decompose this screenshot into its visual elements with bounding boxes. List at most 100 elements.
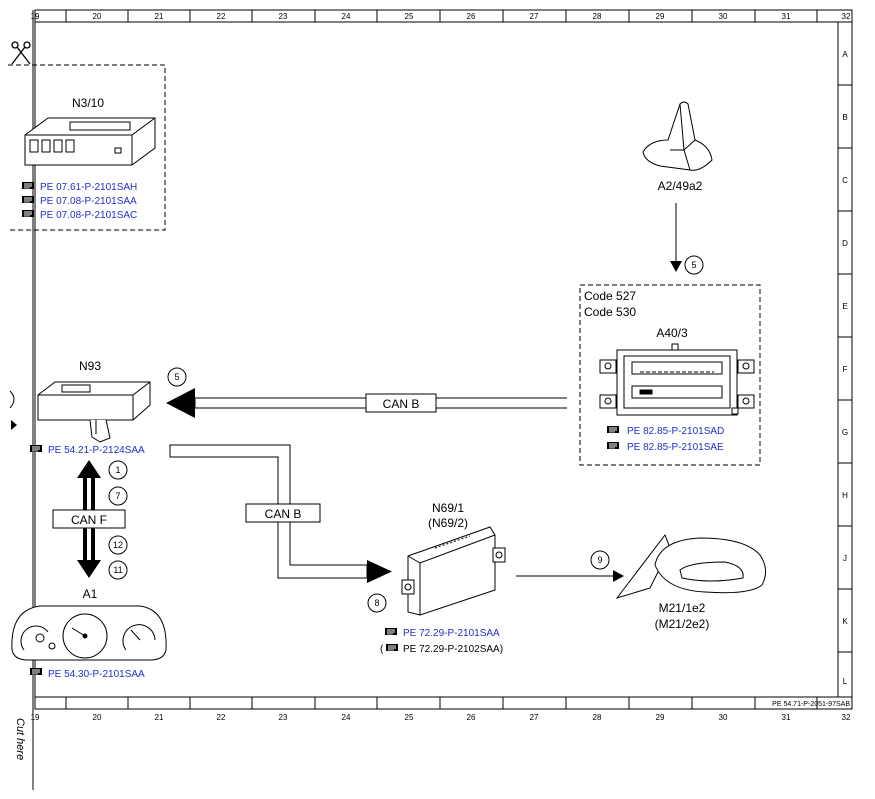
row-ticks — [838, 84, 852, 653]
number-marker-labels: 5 5 1 7 12 11 8 9 — [113, 260, 697, 608]
marker-5-antenna — [684, 255, 704, 275]
m21-1e2-label: M21/1e2 — [659, 601, 706, 615]
svg-text:23: 23 — [279, 12, 288, 21]
svg-text:27: 27 — [530, 12, 539, 21]
svg-text:28: 28 — [593, 12, 602, 21]
svg-text:25: 25 — [405, 713, 414, 722]
svg-text:G: G — [842, 428, 848, 437]
antenna-icon — [642, 101, 713, 171]
svg-text:26: 26 — [467, 12, 476, 21]
svg-text:31: 31 — [782, 12, 791, 21]
marker-11 — [108, 560, 128, 580]
svg-text:19: 19 — [31, 12, 40, 21]
svg-text:K: K — [842, 617, 848, 626]
a40-3-display-unit-icon — [599, 343, 755, 416]
n3-10-ref-2[interactable]: PE 07.08-P-2101SAA — [40, 196, 137, 207]
m21-1e2-mirror: M21/1e2 (M21/2e2) — [615, 533, 766, 631]
can-b-mid-bus: CAN B — [169, 444, 392, 583]
antenna-signal-arrowhead — [670, 261, 682, 272]
n3-10-control-unit-icon — [24, 117, 156, 166]
mirror-icon — [615, 533, 766, 599]
svg-text:21: 21 — [155, 713, 164, 722]
can-b-top-bus: CAN B — [166, 388, 567, 418]
page-arrow-icon — [11, 420, 17, 430]
cut-label: Cut here — [14, 718, 26, 760]
row-labels: A B C D E F G H J K L — [842, 50, 848, 686]
svg-text:J: J — [843, 554, 847, 563]
a40-3-label: A40/3 — [656, 326, 688, 340]
svg-text:H: H — [842, 491, 848, 500]
partial-connector — [9, 390, 15, 409]
a40-3-code-527: Code 527 — [584, 289, 636, 303]
marker-12 — [108, 535, 128, 555]
a40-3-ref-1[interactable]: PE 82.85-P-2101SAD — [627, 426, 724, 437]
svg-text:27: 27 — [530, 713, 539, 722]
a40-3-ref-2[interactable]: PE 82.85-P-2101SAE — [627, 442, 724, 453]
svg-text:8: 8 — [374, 598, 379, 608]
n69-2-ref[interactable]: PE 72.29-P-2102SAA) — [403, 644, 503, 655]
svg-text:30: 30 — [719, 713, 728, 722]
drawing-frame — [34, 9, 853, 710]
n69-2-label: (N69/2) — [428, 516, 468, 530]
a1-ref[interactable]: PE 54.30-P-2101SAA — [48, 669, 145, 680]
svg-text:26: 26 — [467, 713, 476, 722]
svg-text:29: 29 — [656, 12, 665, 21]
svg-text:19: 19 — [31, 713, 40, 722]
n3-10-ref-1[interactable]: PE 07.61-P-2101SAH — [40, 182, 137, 193]
column-labels-top: 19 20 21 22 23 24 25 26 27 28 29 30 31 3… — [31, 12, 851, 21]
m21-2e2-label: (M21/2e2) — [655, 617, 710, 631]
can-b-mid-label: CAN B — [265, 507, 302, 521]
n93-module: N93 PE 54.21-P-2124SAA — [30, 359, 151, 456]
svg-text:29: 29 — [656, 713, 665, 722]
mirror-signal-arrowhead — [613, 570, 624, 582]
n69-1-ref[interactable]: PE 72.29-P-2101SAA — [403, 628, 500, 639]
n69-2-ref-paren: ( — [380, 644, 384, 655]
column-labels-bottom: 19 20 21 22 23 24 25 26 27 28 29 30 31 3… — [31, 713, 851, 722]
svg-text:20: 20 — [93, 713, 102, 722]
svg-text:12: 12 — [113, 540, 123, 550]
marker-9 — [590, 550, 610, 570]
svg-text:21: 21 — [155, 12, 164, 21]
marker-1 — [108, 460, 128, 480]
a40-3-module: Code 527 Code 530 A40/3 PE 82.85-P-2101S… — [579, 284, 761, 466]
n69-1-module: N69/1 (N69/2) PE 72.29-P-2101SAA ( PE 72… — [380, 501, 506, 655]
a1-label: A1 — [83, 587, 98, 601]
a40-3-code-530: Code 530 — [584, 305, 636, 319]
marker-8 — [367, 593, 387, 613]
n3-10-module: N3/10 PE 07.61-P-2101SAH PE 07.08-P-2101… — [8, 64, 166, 231]
n93-ref[interactable]: PE 54.21-P-2124SAA — [48, 445, 145, 456]
svg-text:7: 7 — [115, 491, 120, 501]
svg-text:5: 5 — [174, 372, 179, 382]
marker-7 — [108, 486, 128, 506]
a1-instrument-cluster-icon — [11, 605, 167, 661]
svg-text:20: 20 — [93, 12, 102, 21]
svg-text:31: 31 — [782, 713, 791, 722]
a1-module: A1 PE 54.30-P-2101SAA — [11, 587, 167, 680]
can-b-top-label: CAN B — [383, 397, 420, 411]
svg-text:A: A — [842, 50, 848, 59]
drawing-ref: PE 54.71-P-2051-97SAB — [772, 701, 850, 708]
svg-text:32: 32 — [842, 12, 851, 21]
svg-text:B: B — [842, 113, 847, 122]
svg-text:F: F — [843, 365, 848, 374]
svg-text:1: 1 — [115, 465, 120, 475]
n3-10-label: N3/10 — [72, 96, 104, 110]
n3-10-ref-3[interactable]: PE 07.08-P-2101SAC — [40, 210, 137, 221]
n93-control-unit-icon — [37, 381, 151, 443]
svg-text:E: E — [842, 302, 847, 311]
svg-text:C: C — [842, 176, 848, 185]
svg-text:23: 23 — [279, 713, 288, 722]
scissors-icon — [11, 41, 31, 65]
column-ticks — [65, 10, 818, 709]
n93-label: N93 — [79, 359, 101, 373]
svg-text:9: 9 — [597, 555, 602, 565]
n69-1-door-module-icon — [401, 526, 506, 616]
svg-text:28: 28 — [593, 713, 602, 722]
n69-1-label: N69/1 — [432, 501, 464, 515]
can-f-bus: CAN F — [52, 460, 126, 578]
svg-text:11: 11 — [113, 565, 122, 575]
svg-text:32: 32 — [842, 713, 851, 722]
svg-text:22: 22 — [217, 12, 226, 21]
marker-5-can-b — [167, 367, 187, 387]
